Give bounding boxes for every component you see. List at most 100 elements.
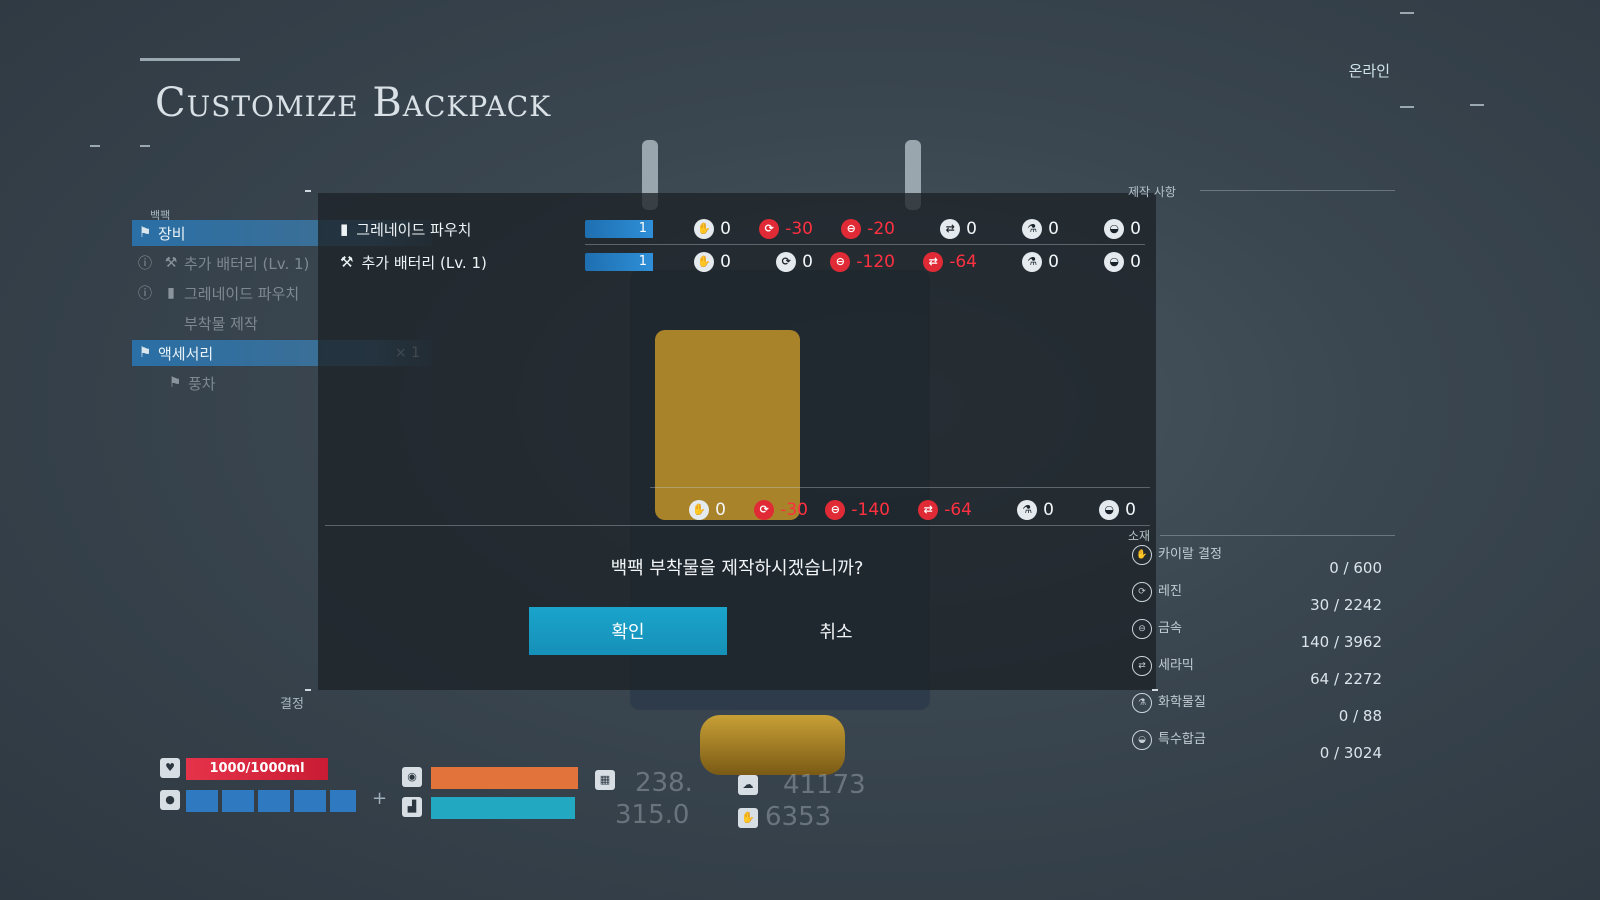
stat-chiral: 0 (720, 252, 731, 272)
metal-icon: ⊖ (825, 500, 846, 520)
resin-icon: ⟳ (759, 219, 780, 239)
page-title: Customize Backpack (155, 80, 552, 126)
chiral-icon: ✋ (694, 252, 715, 272)
like-icon: ✋ (738, 808, 758, 828)
menu-item-label: 추가 배터리 (Lv. 1) (184, 254, 310, 273)
battery-segment (222, 790, 254, 812)
total-chemical: 0 (1043, 500, 1054, 520)
metal-icon: ⊖ (830, 252, 851, 272)
chemical-icon: ⚗ (1022, 252, 1043, 272)
tools-icon: ⚒ (340, 253, 354, 271)
menu-item-label: 장비 (158, 224, 186, 243)
decor-line (1200, 190, 1395, 191)
modal-corner (1152, 689, 1158, 691)
material-name: 레진 (1158, 584, 1182, 599)
modal-divider (325, 525, 1150, 526)
stamina-bar (431, 767, 578, 789)
material-metal: ⊖ 금속 140 / 3962 (1132, 617, 1382, 653)
total-alloy: 0 (1125, 500, 1136, 520)
hud-number-a: 238. (635, 768, 693, 798)
total-ceramic: -64 (944, 500, 972, 520)
alloy-icon: ◒ (1104, 219, 1125, 239)
plus-icon: + (372, 788, 388, 809)
item-name-cell: ⚒ 추가 배터리 (Lv. 1) (340, 252, 585, 273)
stat-metal: -20 (867, 219, 895, 239)
menu-item-grenade-pouch[interactable]: ⓘ ▮ 그레네이드 파우치 (132, 280, 432, 306)
pouch-icon: ▮ (167, 285, 175, 301)
stat-alloy: 0 (1130, 252, 1141, 272)
menu-item-craft-attachment[interactable]: 부착물 제작 (132, 310, 432, 336)
stat-alloy: 0 (1130, 219, 1141, 239)
flag-icon: ⚑ (138, 225, 152, 241)
flag-icon: ⚑ (138, 345, 152, 361)
chemical-icon: ⚗ (1017, 500, 1038, 520)
decor-tick (140, 145, 150, 147)
material-value: 30 / 2242 (1310, 596, 1382, 614)
battery-segment (186, 790, 218, 812)
battery-segment (258, 790, 290, 812)
material-value: 64 / 2272 (1310, 670, 1382, 688)
menu-item-label: 그레네이드 파우치 (184, 284, 300, 303)
chiral-icon: ✋ (689, 500, 710, 520)
craft-item-row: ▮ 그레네이드 파우치 1 ✋0 ⟳-30 ⊖-20 ⇄0 ⚗0 ◒0 (340, 216, 1155, 242)
menu-item-label: 풍차 (188, 374, 216, 393)
stat-chiral: 0 (720, 219, 731, 239)
cargo-weight: 41173 (783, 770, 866, 800)
chemical-icon: ⚗ (1022, 219, 1043, 239)
material-value: 0 / 3024 (1319, 744, 1382, 762)
attachment-image (655, 330, 800, 520)
menu-header: 백팩 (150, 209, 171, 222)
item-name: 그레네이드 파우치 (356, 220, 472, 239)
material-name: 금속 (1158, 621, 1182, 636)
menu-item-label: 부착물 제작 (184, 314, 258, 333)
flag-icon: ⚑ (168, 375, 182, 391)
totals-row: ✋0 ⟳-30 ⊖-140 ⇄-64 ⚗0 ◒0 (650, 500, 1136, 520)
confirm-question: 백팩 부착물을 제작하시겠습니까? (610, 558, 864, 579)
stat-resin: -30 (785, 219, 813, 239)
boot-icon: ▟ (402, 797, 422, 817)
ceramic-icon: ⇄ (918, 500, 939, 520)
confirm-button[interactable]: 확인 (529, 607, 727, 655)
modal-corner (305, 689, 311, 691)
info-icon: ⓘ (138, 286, 152, 302)
metal-icon: ⊖ (1132, 619, 1152, 639)
alloy-icon: ◒ (1132, 730, 1152, 750)
requirements-header: 제작 사항 (1128, 185, 1176, 199)
material-chemical: ⚗ 화학물질 0 / 88 (1132, 691, 1382, 727)
battery-segment (294, 790, 326, 812)
menu-item-label: 액세서리 (158, 344, 214, 363)
item-name-cell: ▮ 그레네이드 파우치 (340, 219, 585, 240)
boots-bar (431, 797, 575, 819)
ceramic-icon: ⇄ (940, 219, 961, 239)
pouch-icon: ▮ (340, 220, 349, 238)
resin-icon: ⟳ (776, 252, 797, 272)
chiral-icon: ✋ (1132, 545, 1152, 565)
chiral-icon: ✋ (694, 219, 715, 239)
menu-item-windmill[interactable]: ⚑ 풍차 (132, 370, 432, 396)
totals-divider (650, 487, 1150, 488)
decor-line (140, 58, 240, 61)
total-chiral: 0 (715, 500, 726, 520)
stat-ceramic: 0 (966, 219, 977, 239)
craft-item-row: ⚒ 추가 배터리 (Lv. 1) 1 ✋0 ⟳0 ⊖-120 ⇄-64 ⚗0 ◒… (340, 249, 1155, 275)
water-bar: 1000/1000ml (186, 758, 328, 780)
weight-icon: ☁ (738, 775, 758, 795)
modal-corner (305, 190, 311, 192)
total-resin: -30 (780, 500, 808, 520)
battery-icon: ● (160, 790, 180, 810)
stamina-icon: ◉ (402, 767, 422, 787)
material-name: 카이랄 결정 (1158, 547, 1222, 562)
chemical-icon: ⚗ (1132, 693, 1152, 713)
material-chiral: ✋ 카이랄 결정 0 / 600 (1132, 543, 1382, 579)
materials-header: 소재 (1128, 529, 1151, 543)
item-qty-bar: 1 (585, 220, 653, 238)
decor-tick (90, 145, 100, 147)
menu-item-battery[interactable]: ⓘ ⚒ 추가 배터리 (Lv. 1) (132, 250, 432, 276)
backpack-strap-left (642, 140, 658, 210)
material-name: 세라믹 (1158, 658, 1194, 673)
total-metal: -140 (851, 500, 890, 520)
item-qty-bar: 1 (585, 253, 653, 271)
status-label: 결정 (280, 697, 304, 712)
resin-icon: ⟳ (1132, 582, 1152, 602)
cancel-button[interactable]: 취소 (819, 622, 853, 643)
